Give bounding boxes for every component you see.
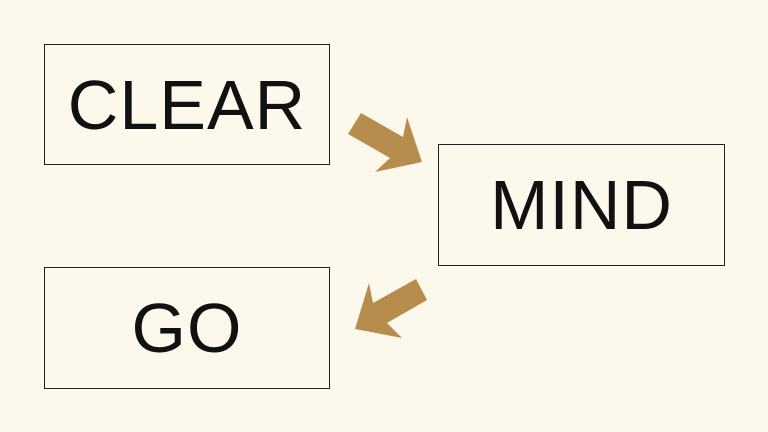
- clear-box: CLEAR: [44, 44, 330, 165]
- arrow-left-down-icon: [355, 279, 427, 338]
- mind-label: MIND: [490, 166, 673, 244]
- mind-box: MIND: [438, 144, 725, 266]
- go-label: GO: [131, 289, 243, 367]
- arrow-right-down-icon: [348, 113, 422, 172]
- clear-label: CLEAR: [67, 65, 307, 144]
- go-box: GO: [44, 267, 330, 389]
